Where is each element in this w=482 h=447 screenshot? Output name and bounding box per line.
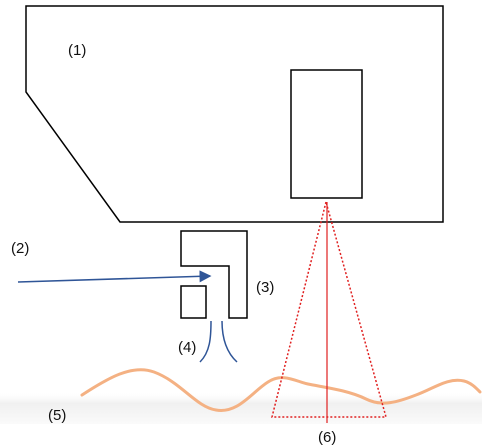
- inflow-arrow: [17, 270, 212, 283]
- small-box: [180, 285, 207, 319]
- nozzle-stream-left: [199, 320, 212, 363]
- label-inflow: (2): [11, 240, 29, 257]
- surface-wave: [80, 368, 482, 412]
- sensor-box: [290, 69, 363, 199]
- label-wave: (5): [48, 407, 66, 424]
- nozzle-stream-right: [221, 320, 238, 363]
- label-bracket: (3): [256, 279, 274, 296]
- label-beam: (6): [318, 429, 336, 446]
- label-nozzle: (4): [178, 339, 196, 356]
- label-housing: (1): [68, 42, 86, 59]
- sensor-beam-cone: [271, 199, 387, 418]
- main-housing: [25, 5, 444, 223]
- ground-band: [0, 392, 482, 424]
- nozzle-bracket: [180, 230, 248, 319]
